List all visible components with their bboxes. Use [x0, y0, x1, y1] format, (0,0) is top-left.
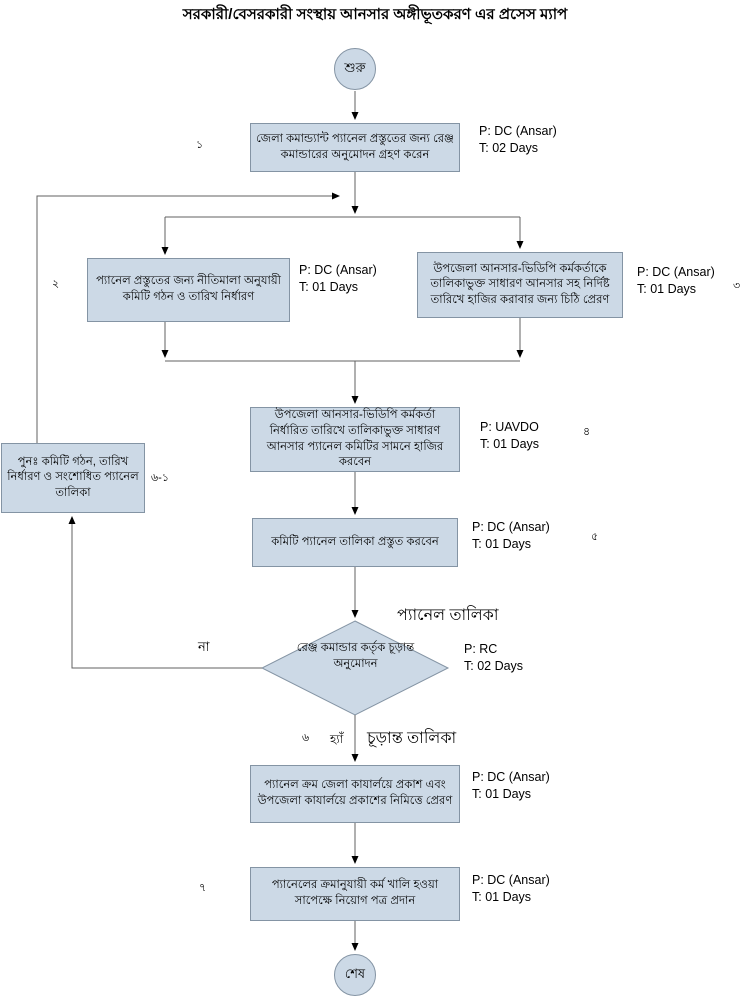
- step7-number: ৭: [199, 882, 207, 894]
- connector-decision-no: [68, 516, 262, 669]
- step7-time: T: 01 Days: [472, 889, 532, 904]
- step4-text: উপজেলা আনসার-ভিডিপি কর্মকর্তা নির্ধারিত …: [266, 409, 444, 469]
- step6-box: প্যানেল ক্রম জেলা কাযার্লয়ে প্রকাশ এবং …: [250, 765, 460, 823]
- step4-annotation: P: UAVDO T: 01 Days: [480, 419, 539, 453]
- step1-time: T: 02 Days: [479, 140, 539, 155]
- step5-box: কমিটি প্যানেল তালিকা প্রস্তুত করবেন: [252, 518, 458, 567]
- step3-performer: P: DC (Ansar): [637, 265, 715, 279]
- decision-no-label: না: [198, 639, 210, 654]
- decision-text: রেঞ্জ কমান্ডার কর্তৃক চূড়ান্ত অনুমোদন: [296, 642, 415, 670]
- end-node: শেষ: [334, 954, 376, 996]
- step2-text: প্যানেল প্রস্তুতের জন্য নীতিমালা অনুযায়…: [96, 275, 281, 303]
- step5-text: কমিটি প্যানেল তালিকা প্রস্তুত করবেন: [271, 535, 439, 548]
- final-list-label: চূড়ান্ত তালিকা: [367, 730, 457, 747]
- start-node: শুরু: [334, 48, 376, 90]
- rework-text: পুনঃ কমিটি গঠন, তারিখ নির্ধারণ ও সংশোধিত…: [7, 455, 139, 499]
- step1-performer: P: DC (Ansar): [479, 124, 557, 138]
- decision-yes-label: হ্যাঁ: [330, 732, 344, 746]
- step7-box: প্যানেলের ক্রমানুযায়ী কর্ম খালি হওয়া স…: [250, 867, 460, 921]
- step5-performer: P: DC (Ansar): [472, 520, 550, 534]
- end-label: শেষ: [344, 965, 366, 981]
- step1-annotation: P: DC (Ansar) T: 02 Days: [479, 123, 557, 157]
- step7-text: প্যানেলের ক্রমানুযায়ী কর্ম খালি হওয়া স…: [271, 879, 439, 907]
- decision-annotation: P: RC T: 02 Days: [464, 641, 523, 675]
- step3-annotation: P: DC (Ansar) T: 01 Days: [637, 264, 715, 298]
- step6-annotation: P: DC (Ansar) T: 01 Days: [472, 769, 550, 803]
- step2-performer: P: DC (Ansar): [299, 263, 377, 277]
- step1-number: ১: [196, 139, 204, 151]
- start-label: শুরু: [344, 59, 366, 75]
- step4-time: T: 01 Days: [480, 436, 540, 451]
- step7-performer: P: DC (Ansar): [472, 873, 550, 887]
- step6-performer: P: DC (Ansar): [472, 770, 550, 784]
- step6-text: প্যানেল ক্রম জেলা কাযার্লয়ে প্রকাশ এবং …: [257, 779, 453, 807]
- step6-number: ৬: [302, 732, 310, 744]
- step3-text: উপজেলা আনসার-ভিডিপি কর্মকর্তাকে তালিকাভু…: [430, 262, 610, 306]
- step1-text: জেলা কমান্ড্যান্ট প্যানেল প্রস্তুতের জন্…: [256, 132, 454, 161]
- rework-box: পুনঃ কমিটি গঠন, তারিখ নির্ধারণ ও সংশোধিত…: [1, 443, 145, 513]
- page-title: সরকারী/বেসরকারী সংস্থায় আনসার অঙ্গীভূতক…: [182, 6, 568, 23]
- step3-box: উপজেলা আনসার-ভিডিপি কর্মকর্তাকে তালিকাভু…: [417, 252, 623, 318]
- step2-number: ২: [52, 278, 60, 290]
- step3-number: ৩: [733, 280, 741, 292]
- step2-annotation: P: DC (Ansar) T: 01 Days: [299, 262, 377, 296]
- step1-box: জেলা কমান্ড্যান্ট প্যানেল প্রস্তুতের জন্…: [250, 123, 460, 172]
- rework-number: ৬-১: [151, 472, 169, 484]
- step5-number: ৫: [591, 531, 599, 543]
- panel-list-label: প্যানেল তালিকা: [397, 607, 499, 624]
- step6-time: T: 01 Days: [472, 786, 532, 801]
- step7-annotation: P: DC (Ansar) T: 01 Days: [472, 872, 550, 906]
- step4-box: উপজেলা আনসার-ভিডিপি কর্মকর্তা নির্ধারিত …: [250, 407, 460, 472]
- step4-number: ৪: [583, 426, 591, 438]
- step2-box: প্যানেল প্রস্তুতের জন্য নীতিমালা অনুযায়…: [87, 258, 290, 322]
- step5-annotation: P: DC (Ansar) T: 01 Days: [472, 519, 550, 553]
- decision-time: T: 02 Days: [464, 658, 524, 673]
- step4-performer: P: UAVDO: [480, 420, 539, 434]
- connector-rework-rejoin: [36, 192, 340, 443]
- step2-time: T: 01 Days: [299, 279, 359, 294]
- step5-time: T: 01 Days: [472, 536, 532, 551]
- step3-time: T: 01 Days: [637, 281, 697, 296]
- decision-performer: P: RC: [464, 642, 498, 656]
